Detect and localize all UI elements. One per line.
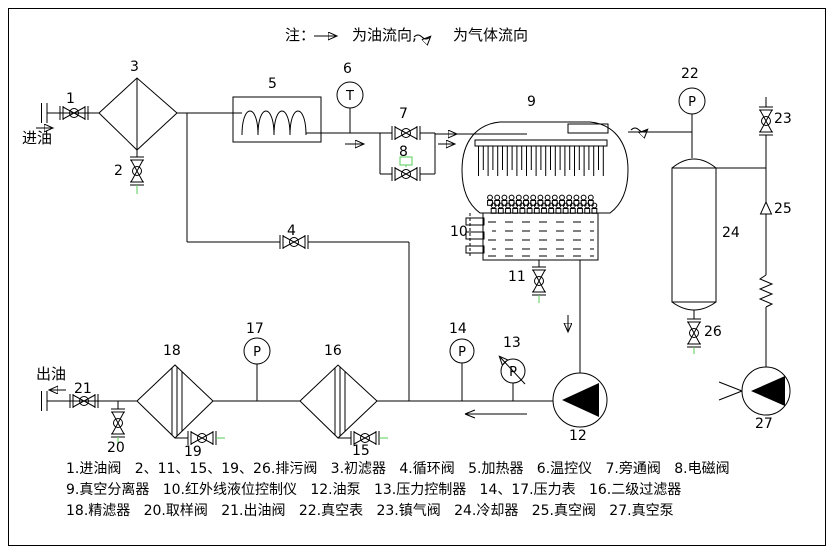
separator-top-box [567, 123, 609, 134]
component-label-26: 26 [704, 324, 722, 340]
component-label-4: 4 [287, 223, 296, 239]
note-gas-text: 为气体流向 [453, 26, 529, 44]
drain-valve-19 [187, 430, 225, 446]
exhaust-line-lower [718, 390, 743, 401]
component-label-13: 13 [503, 335, 521, 351]
oil-inlet-flange [41, 103, 48, 123]
component-label-7: 7 [399, 106, 408, 122]
component-label-5: 5 [268, 76, 277, 92]
gas-flow-arrow [630, 127, 647, 132]
spray-header [474, 139, 608, 147]
component-label-17: 17 [246, 321, 264, 337]
component-label-3: 3 [130, 59, 139, 75]
tank-liquid-level [488, 221, 594, 257]
drain-valve-11 [531, 266, 547, 303]
component-label-20: 20 [107, 440, 125, 456]
legend-line-3: 18.精滤器 20.取样阀 21.出油阀 22.真空表 23.镇气阀 24.冷却… [66, 503, 674, 519]
note-oil-text: 为油流向, [352, 26, 417, 44]
drain-valve-2 [129, 156, 145, 194]
oil-collection-tank [482, 212, 599, 261]
component-label-10: 10 [450, 224, 468, 240]
component-label-2: 2 [114, 163, 123, 179]
component-label-6: 6 [343, 61, 352, 77]
drain-valve-26 [686, 318, 702, 354]
component-label-15: 15 [352, 443, 370, 459]
gas-outlet-line [628, 127, 693, 158]
vacuum-separator-9 [456, 121, 629, 261]
pressure-gauge-14: P [449, 338, 475, 401]
pressure-gauge-17: P [243, 337, 271, 401]
component-label-16: 16 [324, 343, 342, 359]
component-label-21: 21 [74, 381, 92, 397]
pressure-controller-13: P [500, 357, 526, 401]
primary-filter-3 [98, 77, 178, 151]
circulation-line [186, 113, 410, 401]
component-label-8: 8 [399, 144, 408, 160]
component-label-27: 27 [755, 416, 773, 432]
component-label-12: 12 [569, 428, 587, 444]
spray-nozzles [478, 146, 604, 176]
left-flow-arrow [464, 409, 527, 419]
component-label-25: 25 [774, 201, 792, 217]
level-controller-10 [465, 213, 485, 258]
component-label-23: 23 [774, 111, 792, 127]
secondary-filter-16 [299, 364, 378, 439]
oil-outlet-flange [41, 391, 48, 411]
solenoid-valve-8 [391, 156, 421, 182]
note-prefix: 注： [285, 26, 316, 44]
page-border [8, 8, 826, 546]
oil-pump-12 [552, 372, 608, 428]
packing-rings [487, 194, 598, 214]
note-gas-flow-arrow [413, 34, 430, 39]
pressure-gauge-17-letter: P [253, 345, 261, 360]
exhaust-line-upper [718, 381, 743, 392]
heater-5 [232, 96, 322, 143]
cooler-24 [671, 158, 717, 311]
temperature-gauge-letter: T [345, 89, 354, 104]
bypass-branch [379, 132, 436, 175]
component-label-14: 14 [449, 321, 467, 337]
oil-inlet-label: 进油 [22, 129, 53, 147]
component-label-18: 18 [163, 343, 181, 359]
legend-line-2: 9.真空分离器 10.红外线液位控制仪 12.油泵 13.压力控制器 14、17… [66, 482, 682, 498]
vacuum-valve-25 [759, 200, 773, 215]
vacuum-pump-27 [718, 366, 791, 416]
pressure-gauge-14-letter: P [458, 345, 466, 360]
vacuum-gauge-22: P [678, 87, 706, 132]
component-label-19: 19 [184, 444, 202, 460]
bypass-valve-7 [391, 125, 421, 141]
legend-line-1: 1.进油阀 2、11、15、19、26.排污阀 3.初滤器 4.循环阀 5.加热… [66, 461, 730, 477]
temperature-gauge-6: T [336, 81, 364, 133]
bellows-connector [758, 274, 774, 308]
vacuum-gauge-letter: P [688, 95, 696, 110]
pressure-controller-letter: P [509, 365, 517, 380]
component-label-9: 9 [527, 94, 536, 110]
component-label-22: 22 [681, 66, 699, 82]
component-label-11: 11 [508, 269, 526, 285]
oil-outlet-label: 出油 [36, 365, 67, 383]
drain-valve-15 [350, 430, 388, 446]
fine-filter-18 [136, 364, 214, 439]
component-label-24: 24 [722, 225, 740, 241]
gas-ballast-valve-23 [758, 106, 774, 136]
component-label-1: 1 [66, 91, 75, 107]
sampling-valve-20 [110, 408, 126, 445]
